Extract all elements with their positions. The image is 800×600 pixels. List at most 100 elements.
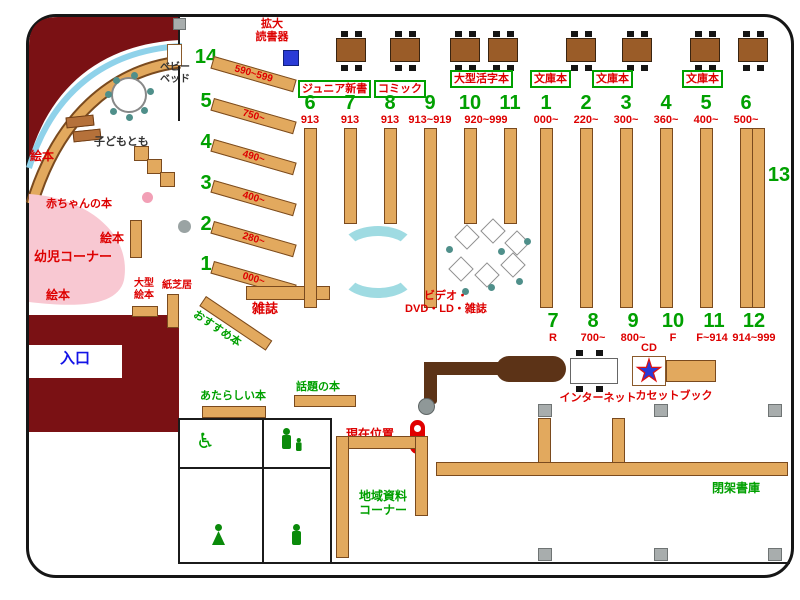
service-counter — [424, 362, 502, 375]
local-corner-label: 地域資料 コーナー — [340, 489, 426, 518]
shelf-number: 3 — [200, 172, 212, 194]
shelf-number: 10 — [458, 92, 482, 114]
shelf-range: F~914 — [696, 332, 728, 344]
baby-bed-label: ベビー ベッド — [152, 62, 198, 85]
stack-shelf — [612, 418, 625, 464]
stool — [105, 91, 112, 98]
shelf-range: 920~999 — [464, 114, 508, 126]
entrance-wall-lower — [29, 378, 179, 432]
stool — [126, 114, 133, 121]
stool — [446, 246, 453, 253]
chair — [341, 65, 348, 71]
chair — [695, 31, 702, 37]
shelf-number: 6 — [740, 92, 752, 114]
shelf-number: 12 — [742, 310, 766, 332]
junior-shinsho-label: ジュニア新書 — [298, 80, 372, 98]
shelf-range: 000~ — [533, 114, 559, 126]
shelf-number: 9 — [424, 92, 436, 114]
stack-shelf-long — [436, 462, 788, 476]
entrance-wall-upper — [29, 315, 179, 345]
bunko-label: 文庫本 — [592, 70, 633, 88]
chair — [585, 31, 592, 37]
wall — [330, 418, 332, 564]
shelf-range: R — [549, 332, 557, 344]
pillar — [654, 548, 668, 561]
chair — [757, 65, 764, 71]
topical-books-label: 話題の本 — [296, 381, 340, 393]
shelf-range: 800~ — [620, 332, 646, 344]
picture-books-label: 絵本 — [46, 288, 71, 302]
shelf-number: 10 — [661, 310, 685, 332]
pillar — [768, 548, 782, 561]
wall — [262, 418, 264, 564]
magnifier-label: 拡大 読書器 — [244, 18, 300, 43]
chair — [743, 65, 750, 71]
bookshelf — [580, 128, 593, 308]
bookshelf — [344, 128, 357, 224]
stool — [147, 88, 154, 95]
chair — [355, 31, 362, 37]
shelf-range: 360~ — [653, 114, 679, 126]
pillar — [538, 548, 552, 561]
magazine-shelf — [246, 286, 330, 300]
pillar — [654, 404, 668, 417]
local-corner-line1: 地域資料 — [358, 489, 407, 503]
woman-icon — [212, 524, 225, 545]
chair — [395, 65, 402, 71]
curved-bench — [340, 252, 416, 298]
shelf-number: 5 — [200, 90, 212, 112]
shelf-range: 700~ — [580, 332, 606, 344]
stool — [488, 284, 495, 291]
baby-bed — [167, 44, 182, 66]
shelf-number: 2 — [580, 92, 592, 114]
shelf-number: 7 — [547, 310, 559, 332]
bunko-label: 文庫本 — [682, 70, 723, 88]
bunko-label: 文庫本 — [530, 70, 571, 88]
stool — [141, 107, 148, 114]
chair — [341, 31, 348, 37]
cd-label: CD — [641, 342, 657, 354]
large-picture-books-line2: 絵本 — [134, 289, 154, 301]
shelf-range: 913 — [300, 114, 320, 126]
entrance-wall-right — [122, 345, 179, 378]
bookshelf — [660, 128, 673, 308]
cassette-shelf — [666, 360, 716, 382]
shelf-range: 913 — [380, 114, 400, 126]
closed-stacks-label: 閉架書庫 — [711, 481, 760, 495]
wall — [178, 562, 790, 564]
entrance-label: 入口 — [60, 350, 91, 367]
chair — [469, 65, 476, 71]
shelf-number: 1 — [540, 92, 552, 114]
bookshelf — [504, 128, 517, 224]
bookshelf — [540, 128, 553, 308]
kodomo-tomo-label: 子どもとも — [94, 136, 149, 148]
video-dvd-label: ビデオ・ DVD・LD・雑誌 — [398, 290, 494, 315]
round-pillar — [418, 398, 435, 415]
internet-table — [570, 358, 618, 384]
local-corner-shelf — [415, 436, 428, 516]
shelf-number: 8 — [384, 92, 396, 114]
chair — [576, 386, 583, 392]
reading-table — [390, 31, 420, 71]
shelf-number: 3 — [620, 92, 632, 114]
stool — [110, 108, 117, 115]
shelf-range: 914~999 — [732, 332, 776, 344]
chair — [493, 65, 500, 71]
chair — [409, 65, 416, 71]
infant-corner-area — [29, 194, 125, 305]
bookshelf — [620, 128, 633, 308]
curved-bench — [340, 226, 416, 272]
shelf-range: 500~ — [733, 114, 759, 126]
chair — [571, 65, 578, 71]
baby-books-label: 赤ちゃんの本 — [46, 198, 112, 210]
local-corner-line2: コーナー — [358, 502, 407, 517]
kamishibai-shelf — [167, 294, 179, 328]
shelf-number: 11 — [703, 310, 725, 332]
marker-dot — [414, 425, 421, 432]
building-outline — [26, 14, 794, 578]
wheelchair-icon: ♿ — [196, 430, 215, 453]
chair — [627, 65, 634, 71]
wall — [178, 418, 332, 420]
large-picture-books-label: 大型 絵本 — [128, 278, 160, 301]
shelf-number: 7 — [344, 92, 356, 114]
